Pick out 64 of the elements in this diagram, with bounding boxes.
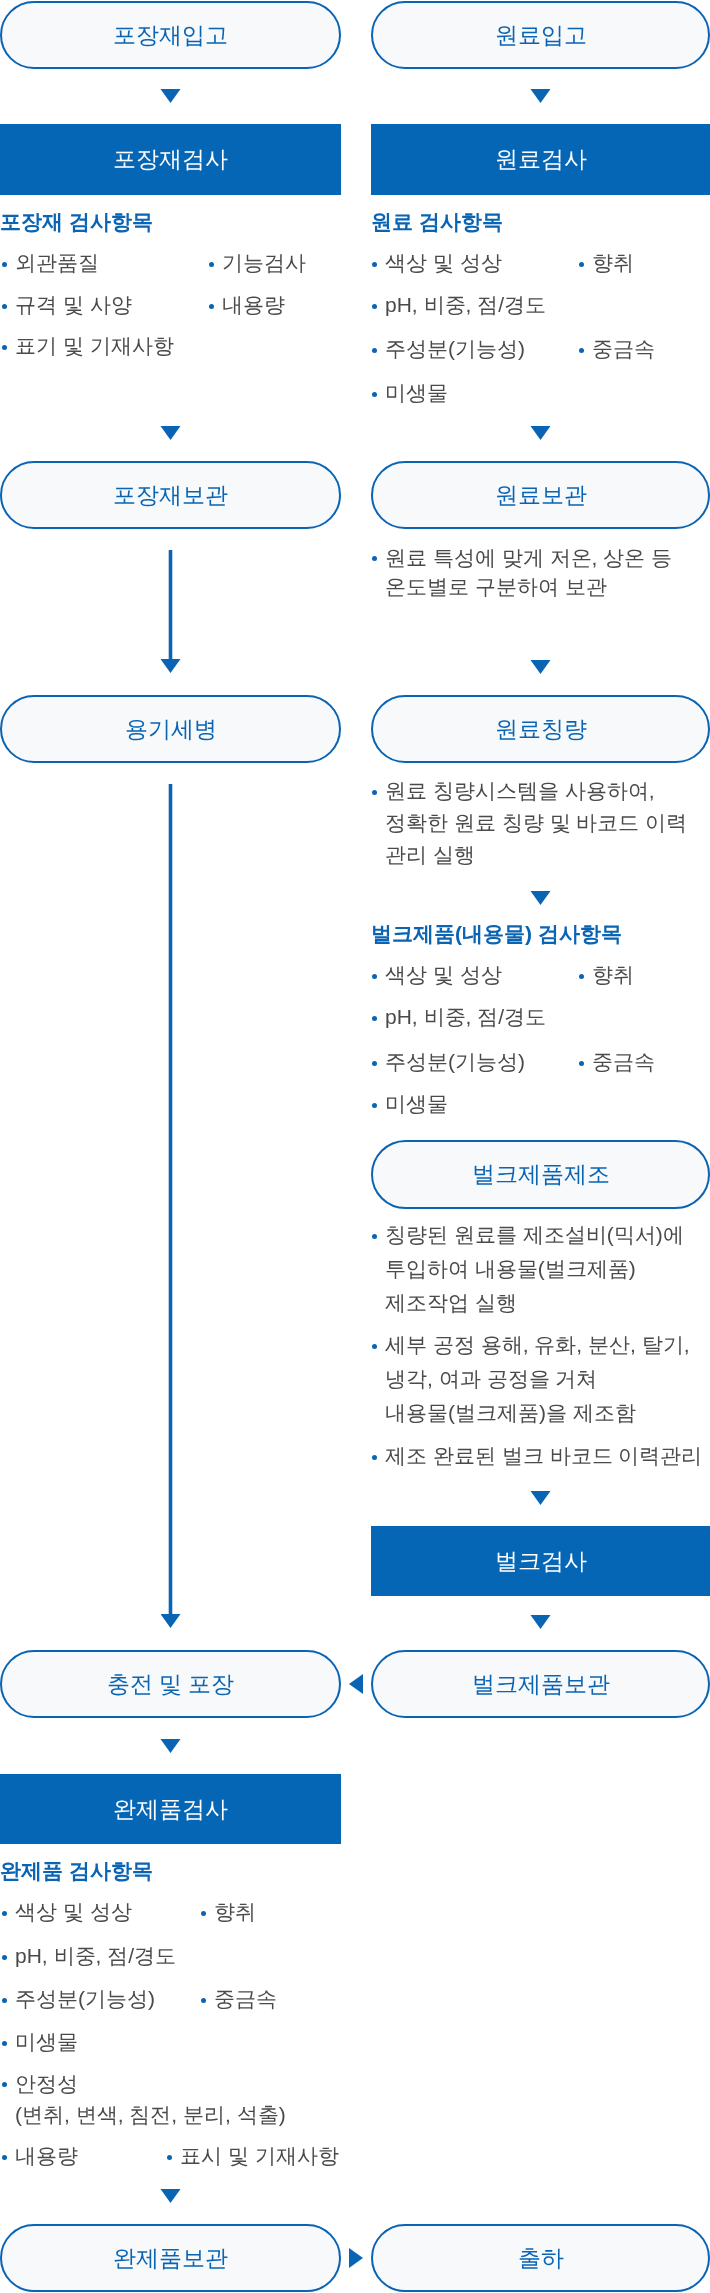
list-item: 주성분(기능성)	[371, 1047, 525, 1077]
arrow	[349, 1674, 363, 1694]
list-item: 표시 및 기재사항	[166, 2141, 339, 2171]
list-item: 색상 및 성상	[1, 1897, 132, 1927]
list-item: 내용량	[208, 290, 285, 320]
arrow	[160, 784, 181, 1628]
process-pill: 원료칭량	[371, 695, 710, 763]
list-item: 미생물	[371, 378, 448, 408]
process-box: 벌크검사	[371, 1526, 710, 1596]
list-item: 주성분(기능성)	[371, 334, 525, 364]
process-pill: 출하	[371, 2224, 710, 2292]
arrow	[530, 1615, 551, 1629]
process-box: 포장재검사	[0, 124, 341, 195]
arrow	[530, 1491, 551, 1505]
bullet-note: 제조 완료된 벌크 바코드 이력관리	[371, 1439, 703, 1473]
list-item: pH, 비중, 점/경도	[371, 290, 547, 320]
arrow	[160, 89, 181, 103]
process-pill: 벌크제품제조	[371, 1140, 710, 1209]
process-pill: 벌크제품보관	[371, 1650, 710, 1718]
process-pill: 포장재입고	[0, 1, 341, 69]
list-item: 향취	[578, 960, 634, 990]
list-item: 주성분(기능성)	[1, 1984, 155, 2014]
bullet-note: 원료 특성에 맞게 저온, 상온 등 온도별로 구분하여 보관	[371, 542, 672, 601]
list-item: 기능검사	[208, 248, 306, 278]
list-item: 미생물	[371, 1089, 448, 1119]
list-item: 중금속	[200, 1984, 277, 2014]
process-box: 완제품검사	[0, 1774, 341, 1844]
list-item: 색상 및 성상	[371, 248, 502, 278]
list-item: 표기 및 기재사항	[1, 331, 174, 361]
list-item: 안정성 (변취, 변색, 침전, 분리, 석출)	[1, 2067, 286, 2130]
arrow	[530, 89, 551, 103]
process-pill: 포장재보관	[0, 461, 341, 529]
list-heading: 벌크제품(내용물) 검사항목	[371, 921, 622, 947]
list-item: 규격 및 사양	[1, 290, 132, 320]
bullet-note: 칭량된 원료를 제조설비(믹서)에 투입하여 내용물(벌크제품) 제조작업 실행	[371, 1218, 684, 1320]
process-box: 원료검사	[371, 124, 710, 195]
list-item: 중금속	[578, 1047, 655, 1077]
arrow	[160, 1739, 181, 1753]
process-pill: 충전 및 포장	[0, 1650, 341, 1718]
bullet-note: 세부 공정 용해, 유화, 분산, 탈기, 냉각, 여과 공정을 거쳐 내용물(벌크제품)을 제조함	[371, 1328, 690, 1430]
bullet-note: 원료 칭량시스템을 사용하여, 정확한 원료 칭량 및 바코드 이력 관리 실행	[371, 775, 688, 871]
process-pill: 원료보관	[371, 461, 710, 529]
list-item: pH, 비중, 점/경도	[1, 1941, 177, 1971]
list-heading: 원료 검사항목	[371, 209, 503, 235]
arrow	[160, 2189, 181, 2203]
list-heading: 완제품 검사항목	[0, 1858, 153, 1884]
arrow	[530, 891, 551, 905]
list-item: 미생물	[1, 2027, 78, 2057]
list-item: pH, 비중, 점/경도	[371, 1002, 547, 1032]
arrow	[160, 550, 181, 673]
process-pill: 원료입고	[371, 1, 710, 69]
list-item: 향취	[578, 248, 634, 278]
arrow	[530, 660, 551, 674]
list-item: 중금속	[578, 334, 655, 364]
arrow	[160, 426, 181, 440]
list-item: 향취	[200, 1897, 256, 1927]
process-pill: 용기세병	[0, 695, 341, 763]
list-item: 색상 및 성상	[371, 960, 502, 990]
list-heading: 포장재 검사항목	[0, 209, 153, 235]
arrow	[530, 426, 551, 440]
arrow	[349, 2248, 363, 2268]
process-pill: 완제품보관	[0, 2224, 341, 2292]
list-item: 내용량	[1, 2141, 78, 2171]
list-item: 외관품질	[1, 248, 99, 278]
